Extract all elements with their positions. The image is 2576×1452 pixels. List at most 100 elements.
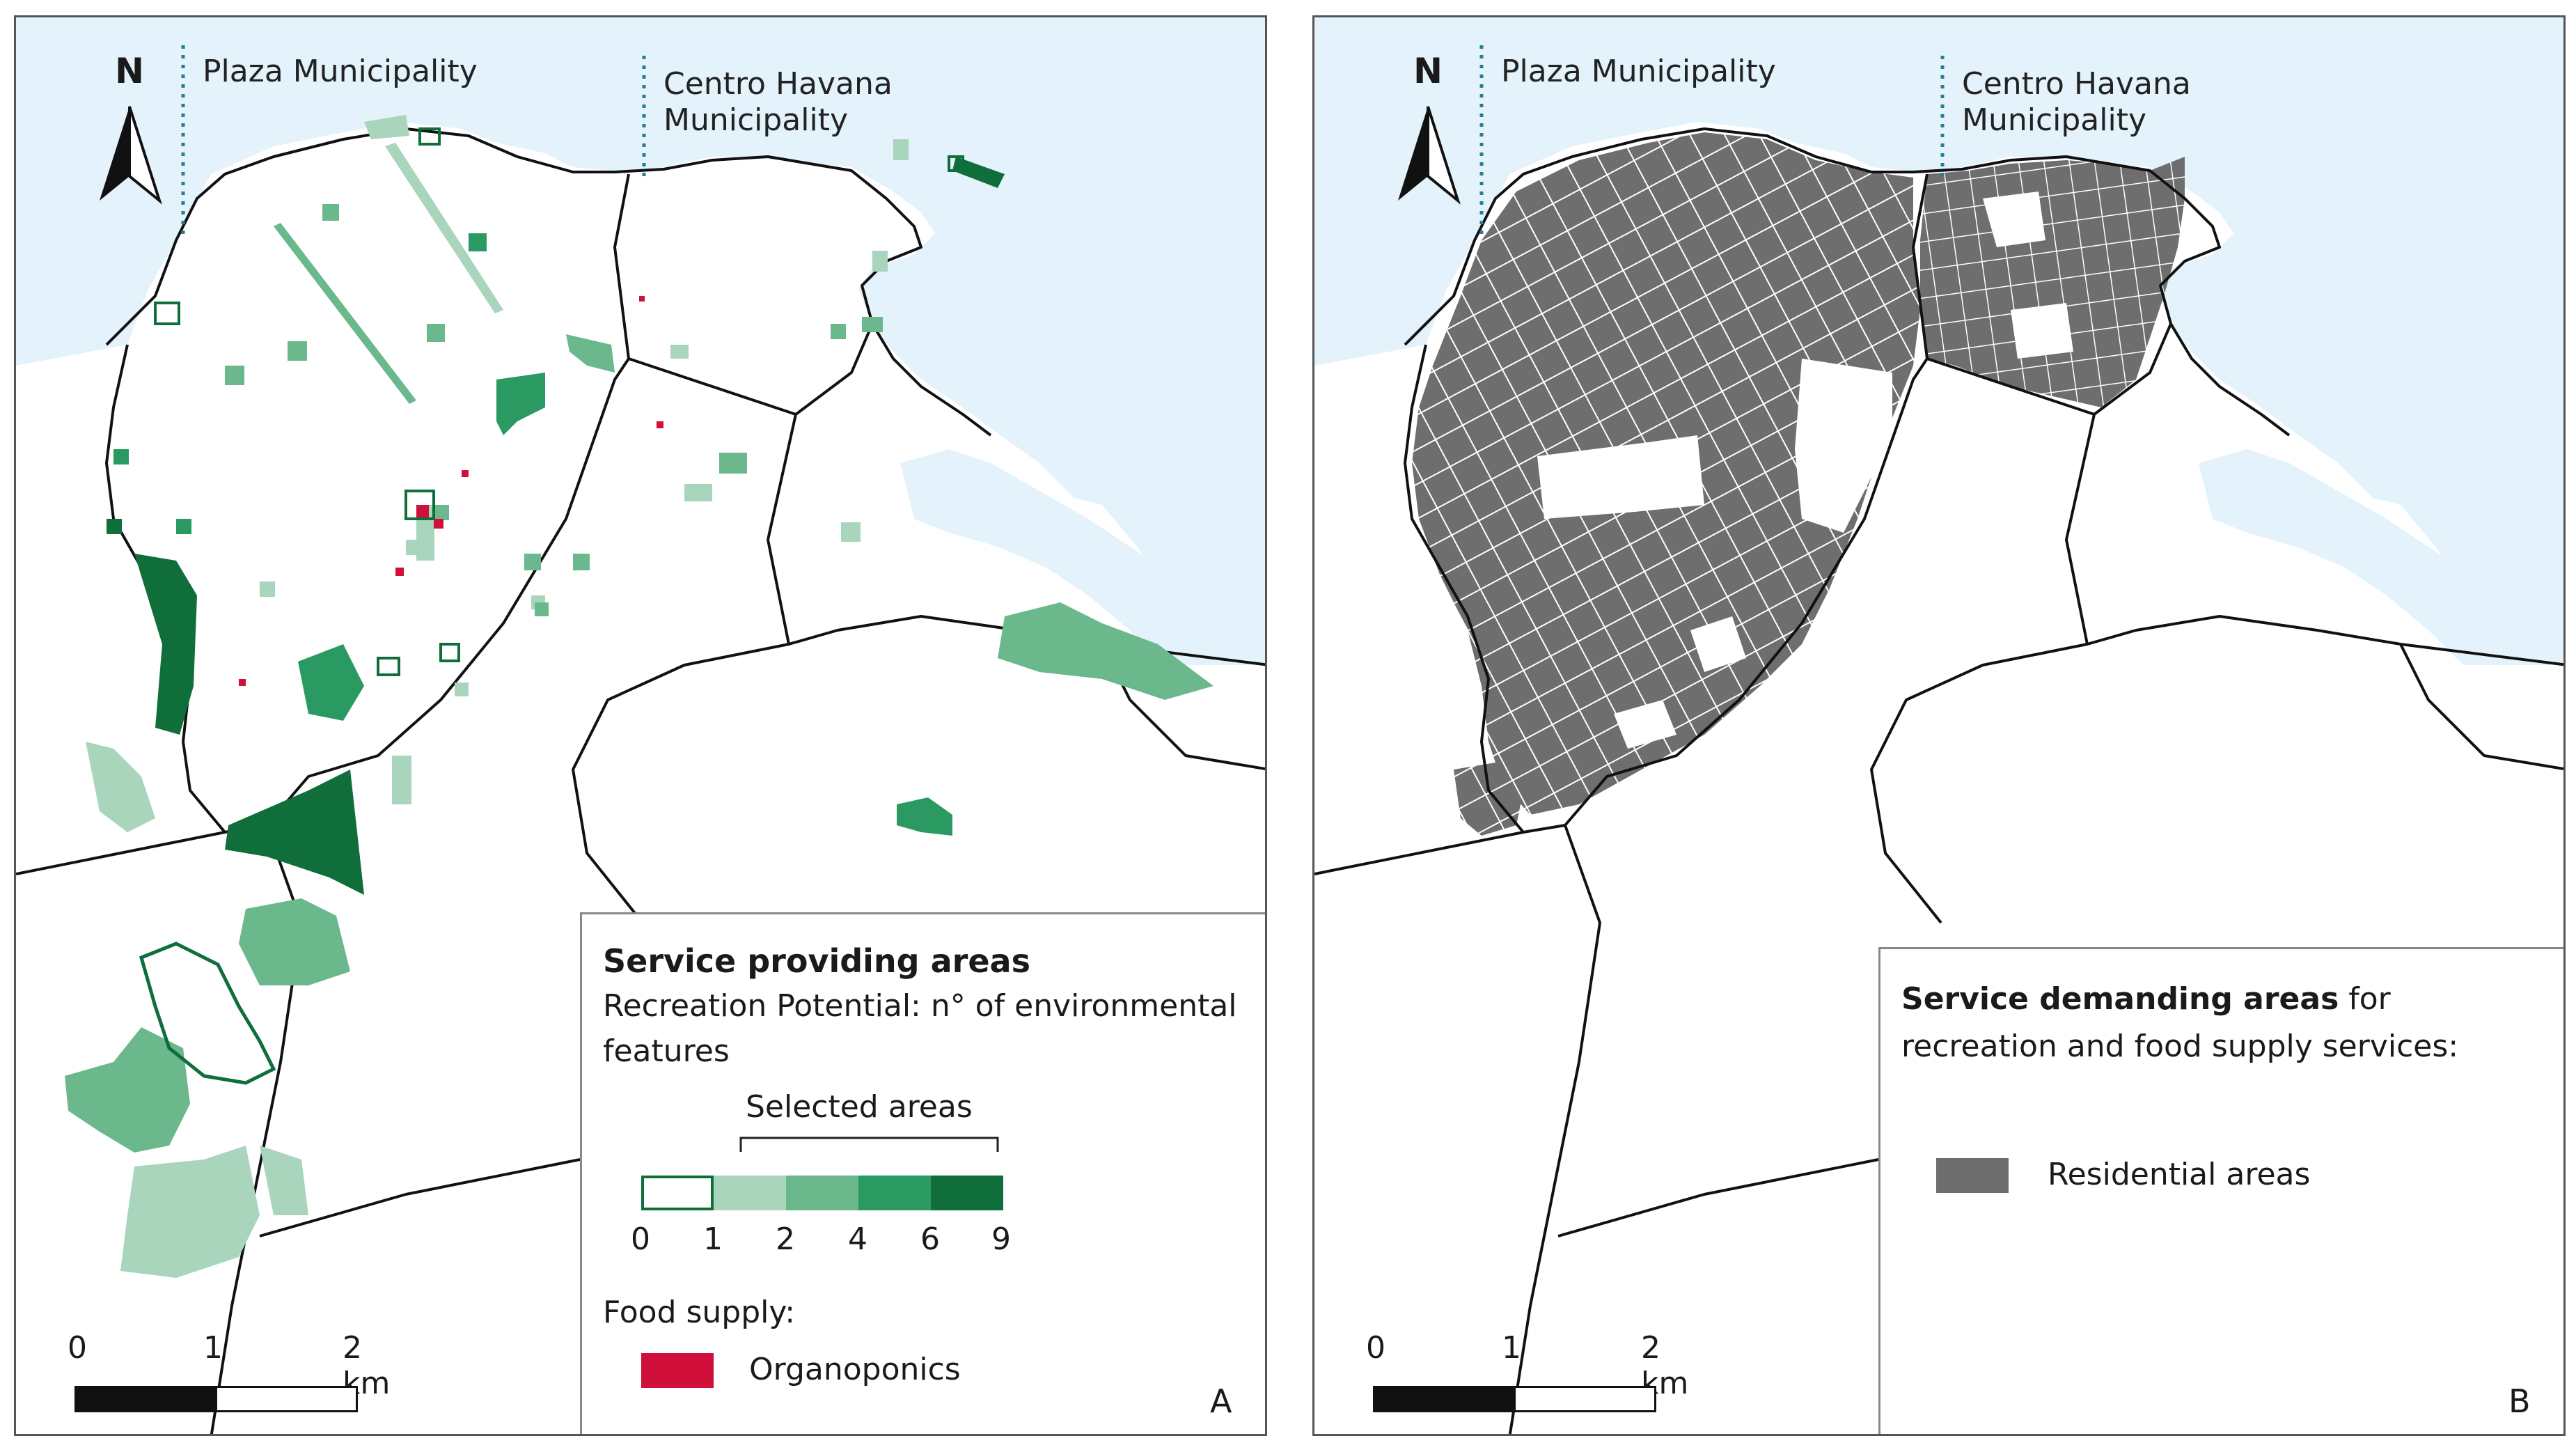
organoponic-area [395,568,404,576]
label-centro-havana-municipality: Centro Havana Municipality [1962,66,2191,139]
boundary-coast [105,127,992,437]
rec-area [239,898,350,985]
rec-area [405,490,435,520]
map-panel-a: Plaza Municipality Centro Havana Municip… [14,15,1267,1436]
scale-segment-white [215,1386,358,1412]
label-plaza-municipality: Plaza Municipality [203,54,478,89]
water-channel [2199,449,2512,665]
rec-area [322,204,339,221]
boundary-centro [613,173,874,416]
scale-tick-1: 1 [1502,1330,1521,1366]
label-centro-line1: Centro Havana [663,66,893,102]
legend-break-6: 6 [920,1221,940,1257]
rec-area [86,742,155,832]
legend-recreation-swatches [641,1176,1003,1210]
panel-letter-a: A [1210,1382,1232,1420]
scale-segment-white [1514,1386,1656,1412]
legend-subtitle-line2: features [603,1033,730,1069]
rec-area [107,519,122,534]
north-arrow-label: N [115,51,144,91]
rec-area [524,554,541,570]
rec-area [893,139,909,160]
legend-selected-label: Selected areas [746,1089,973,1125]
boundary-road [1557,1158,1879,1238]
municipality-dividers [1479,45,1945,240]
rec-area [684,484,712,501]
label-plaza-municipality: Plaza Municipality [1501,54,1776,89]
legend-break-1: 1 [703,1221,723,1257]
label-centro-line1: Centro Havana [1962,66,2191,102]
boundary-centro [1912,173,2172,416]
rec-area [274,223,416,404]
legend-title-rest: for [2339,981,2391,1017]
legend-break-0: 0 [631,1221,650,1257]
rec-area [535,602,549,616]
organoponics-areas [239,296,663,686]
map-b-canvas [1314,17,2563,1434]
void-area [1614,700,1676,749]
rec-area [719,453,747,474]
organoponic-area [639,296,645,302]
north-arrow-icon [100,106,162,205]
scale-segment-black [1373,1386,1516,1412]
water-bay [16,17,1265,665]
legend-title: Service demanding areas for [1901,977,2391,1022]
rec-area [566,334,615,373]
rec-area [298,644,364,721]
rec-area [113,449,129,465]
scale-bar: 0 1 2 km [1359,1330,1688,1428]
water-bay [1314,17,2563,665]
legend-break-2: 2 [776,1221,795,1257]
rec-area [469,233,487,251]
residential-areas [1412,132,2185,836]
rec-area [439,643,460,662]
boundary-south [1314,825,1601,1434]
scale-tick-2: 2 km [343,1330,391,1401]
rec-area [134,554,197,735]
rec-area [496,373,545,435]
legend-title: Service providing areas [603,942,1030,980]
swatch-class-6-9 [931,1176,1003,1210]
boundary-plaza [1404,344,1929,834]
legend-subtitle-line1: Recreation Potential: n° of environmenta… [603,988,1237,1024]
void-park [1537,435,1704,519]
rec-area [434,505,449,520]
rec-area [154,302,180,325]
rec-area [455,682,469,696]
rec-area [948,155,964,172]
residential-islet [1454,763,1523,836]
boundary-se [2399,643,2563,771]
boundary-old-havana [2065,414,2563,666]
swatch-class-1-2 [714,1176,786,1210]
scale-tick-1: 1 [203,1330,223,1366]
panel-letter-b: B [2508,1382,2531,1420]
rec-area [392,756,411,804]
organoponic-area [657,421,663,428]
rec-area [573,554,590,570]
rec-area [831,324,846,339]
north-arrow-icon [1398,106,1461,205]
map-panel-b: Plaza Municipality Centro Havana Municip… [1312,15,2566,1436]
swatch-class-2-4 [786,1176,858,1210]
water-channel [900,449,1214,665]
rec-area [418,127,441,146]
legend-break-4: 4 [848,1221,867,1257]
rec-area [139,942,276,1085]
legend-selected-bracket [739,1137,999,1152]
rec-area [872,251,888,272]
legend-title-line2: recreation and food supply services: [1901,1029,2459,1064]
boundary-road [259,1158,581,1238]
north-arrow: N [91,51,168,211]
legend-residential-label: Residential areas [2048,1157,2311,1192]
rec-area [998,602,1214,700]
rec-area [176,519,191,534]
organoponic-area [434,519,443,529]
map-a-canvas [16,17,1265,1434]
swatch-class-0-1 [641,1176,714,1210]
void-area [1795,359,1892,533]
rec-area [385,143,503,313]
rec-area [288,341,307,361]
organoponic-area [416,505,429,517]
municipality-dividers [181,45,646,240]
organoponic-area [239,679,246,686]
